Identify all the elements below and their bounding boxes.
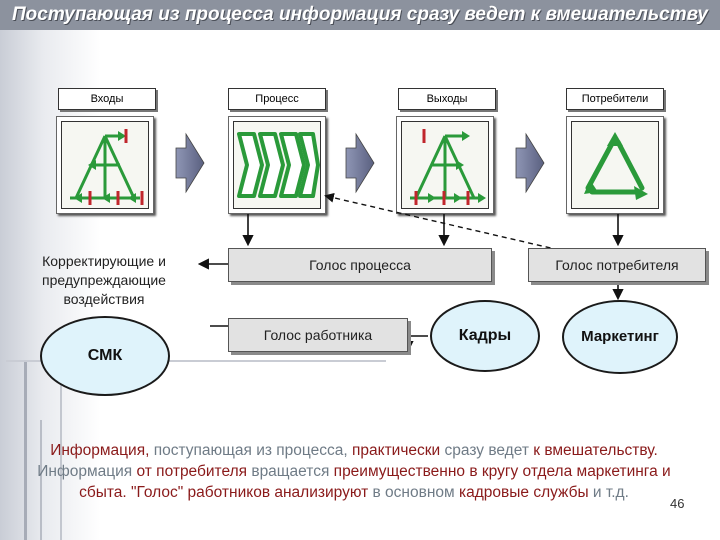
block-arrow-3: [515, 132, 545, 194]
note-seg: и т.д.: [592, 484, 629, 501]
note-seg: от потребителя: [136, 463, 252, 480]
page-title: Поступающая из процесса информация сразу…: [0, 0, 720, 30]
note-seg: вращается: [251, 463, 334, 480]
voice-of-customer-box: Голос потребителя: [528, 248, 706, 282]
block-arrow-1: [175, 132, 205, 194]
note-seg: Информация: [37, 463, 137, 480]
inputs-card: [56, 116, 154, 214]
process-card: [228, 116, 326, 214]
note-seg: практически: [351, 442, 445, 459]
ellipse-marketing: Маркетинг: [562, 300, 678, 374]
label-outputs: Выходы: [398, 88, 496, 110]
tree-flow-icon: [70, 129, 144, 205]
explanation-text: Информация, поступающая из процесса, пра…: [24, 440, 684, 503]
outputs-card: [396, 116, 494, 214]
ellipse-smk: СМК: [40, 316, 170, 396]
tree-flow-icon: [410, 129, 486, 205]
corrective-actions-label: Корректирующие и предупреждающие воздейс…: [42, 253, 166, 307]
consumers-card: [566, 116, 664, 214]
note-seg: сразу ведет: [444, 442, 534, 459]
chevron-process-icon: [237, 132, 320, 198]
note-seg: поступающая из процесса,: [153, 442, 352, 459]
label-consumers: Потребители: [566, 88, 664, 110]
note-seg: в основном: [372, 484, 459, 501]
note-seg: преимущественно в кругу отдела маркетинг…: [79, 463, 671, 501]
triangle-cycle-icon: [584, 132, 648, 200]
block-arrow-2: [345, 132, 375, 194]
voice-of-process-box: Голос процесса: [228, 248, 492, 282]
voice-of-worker-box: Голос работника: [228, 318, 408, 352]
note-seg: к вмешательству.: [533, 442, 658, 459]
ellipse-kadry: Кадры: [430, 300, 540, 372]
label-process: Процесс: [228, 88, 326, 110]
label-inputs: Входы: [58, 88, 156, 110]
note-seg: Информация,: [50, 442, 154, 459]
note-seg: кадровые службы: [458, 484, 593, 501]
page-number: 46: [670, 496, 685, 511]
